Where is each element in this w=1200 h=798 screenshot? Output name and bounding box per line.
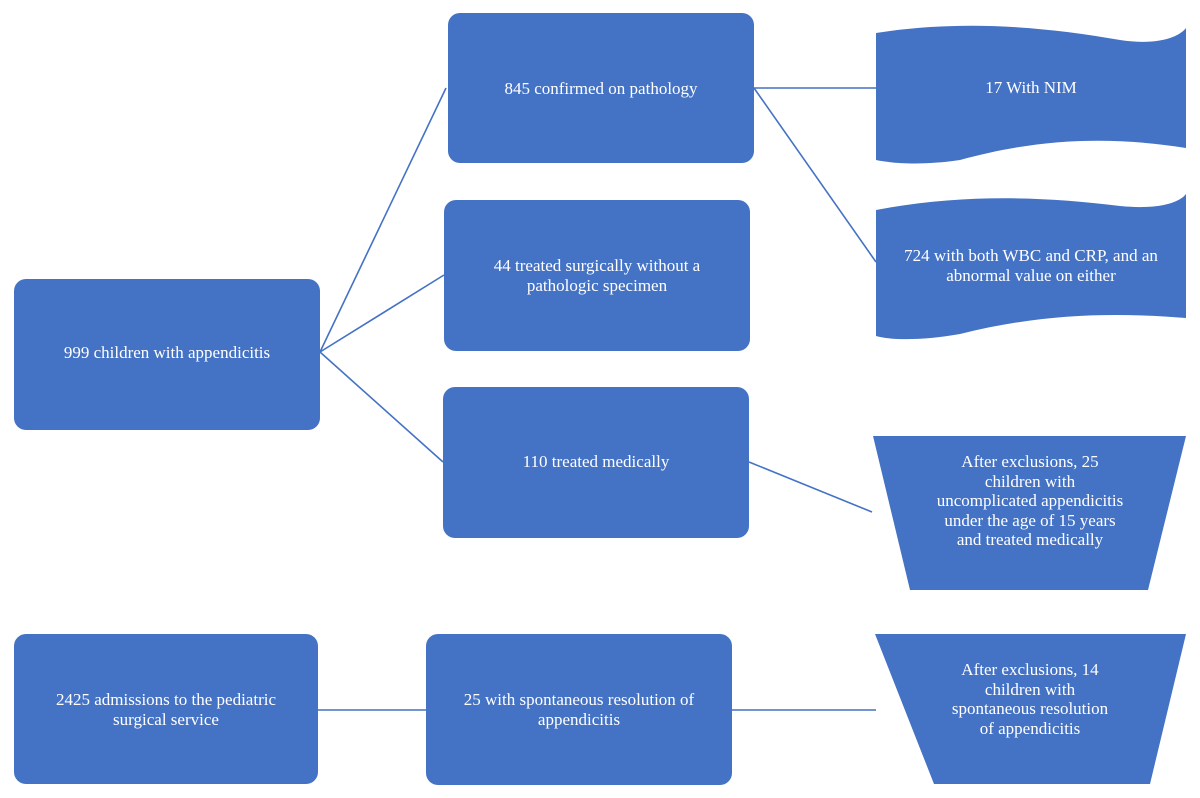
connector-999-to-110 xyxy=(319,351,444,463)
node-724-wbc-crp-label: 724 with both WBC and CRP, and an abnorm… xyxy=(904,246,1158,285)
node-44-surgical: 44 treated surgically without a patholog… xyxy=(444,200,750,351)
nim-banner-shape xyxy=(876,25,1186,164)
node-110-medical-label: 110 treated medically xyxy=(522,452,670,471)
node-44-surgical-label: 44 treated surgically without a patholog… xyxy=(493,256,701,295)
wbc-banner-shape xyxy=(876,194,1186,340)
node-999-children-label: 999 children with appendicitis xyxy=(63,342,271,362)
node-2425-admissions: 2425 admissions to the pediatric surgica… xyxy=(14,634,318,784)
node-spontaneous-exclusions-label: After exclusions, 14 children with spont… xyxy=(951,660,1109,738)
node-17-nim-label: 17 With NIM xyxy=(985,78,1077,97)
medical-exclusions-trapezoid xyxy=(873,436,1186,590)
node-spontaneous-exclusions: After exclusions, 14 children with spont… xyxy=(945,660,1115,738)
node-845-confirmed: 845 confirmed on pathology xyxy=(448,13,754,163)
node-17-nim: 17 With NIM xyxy=(876,78,1186,98)
node-724-wbc-crp: 724 with both WBC and CRP, and an abnorm… xyxy=(870,246,1192,286)
connector-110-to-exclusions xyxy=(748,461,873,513)
connector-845-to-wbc xyxy=(753,87,877,263)
spontaneous-exclusions-trapezoid xyxy=(875,634,1186,784)
node-2425-admissions-label: 2425 admissions to the pediatric surgica… xyxy=(55,690,277,729)
node-medical-exclusions: After exclusions, 25 children with uncom… xyxy=(935,452,1125,550)
node-110-medical: 110 treated medically xyxy=(443,387,749,538)
connector-999-to-845 xyxy=(319,87,447,353)
node-845-confirmed-label: 845 confirmed on pathology xyxy=(504,79,698,98)
node-999-children: 999 children with appendicitis xyxy=(14,279,320,430)
node-25-spontaneous: 25 with spontaneous resolution of append… xyxy=(426,634,732,785)
connector-999-to-44 xyxy=(319,274,445,353)
node-25-spontaneous-label: 25 with spontaneous resolution of append… xyxy=(463,690,695,729)
node-medical-exclusions-label: After exclusions, 25 children with uncom… xyxy=(936,452,1124,549)
